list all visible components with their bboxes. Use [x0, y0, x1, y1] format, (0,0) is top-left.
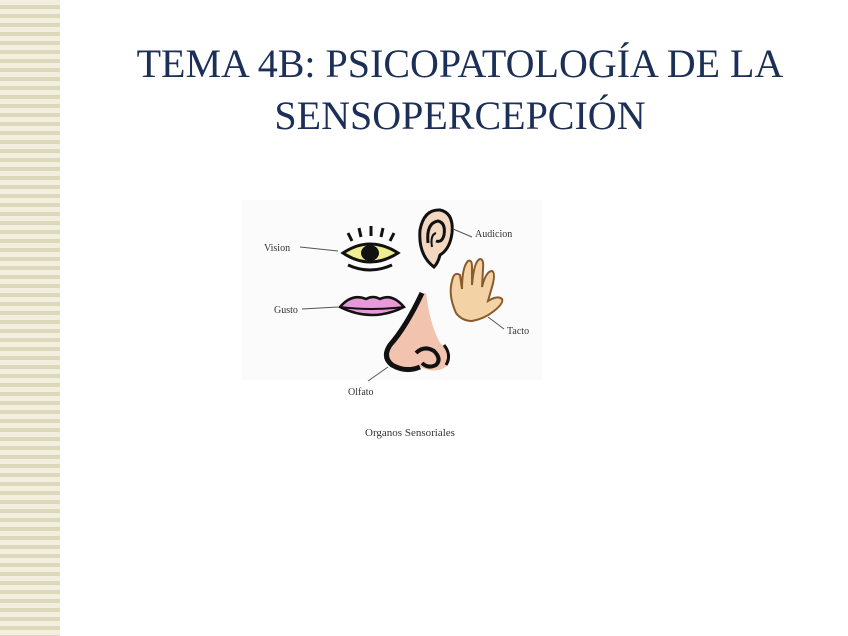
ear-icon: [418, 208, 454, 269]
label-gusto: Gusto: [274, 305, 298, 316]
gusto-leader-line: [301, 306, 339, 310]
audicion-leader-line: [452, 228, 473, 238]
label-audicion: Audicion: [475, 229, 512, 240]
label-vision: Vision: [264, 243, 290, 254]
slide-title: TEMA 4B: PSICOPATOLOGÍA DE LA SENSOPERCE…: [80, 38, 840, 142]
vision-leader-line: [299, 246, 339, 252]
figure-caption: Organos Sensoriales: [365, 427, 455, 439]
sense-organs-illustration: Vision Audicion Gusto Tacto Olfato Organ…: [240, 195, 550, 450]
eye-icon: [340, 226, 401, 272]
slide-title-line-2: SENSOPERCEPCIÓN: [274, 93, 646, 138]
tacto-leader-line: [487, 316, 505, 330]
lips-icon: [338, 295, 406, 317]
olfato-leader-line: [367, 366, 389, 382]
decorative-stripe-bar: [0, 0, 60, 636]
nose-icon: [384, 291, 451, 373]
hand-icon: [449, 257, 504, 323]
label-olfato: Olfato: [348, 387, 374, 398]
label-tacto: Tacto: [507, 326, 529, 337]
slide-title-line-1: TEMA 4B: PSICOPATOLOGÍA DE LA: [136, 41, 784, 86]
